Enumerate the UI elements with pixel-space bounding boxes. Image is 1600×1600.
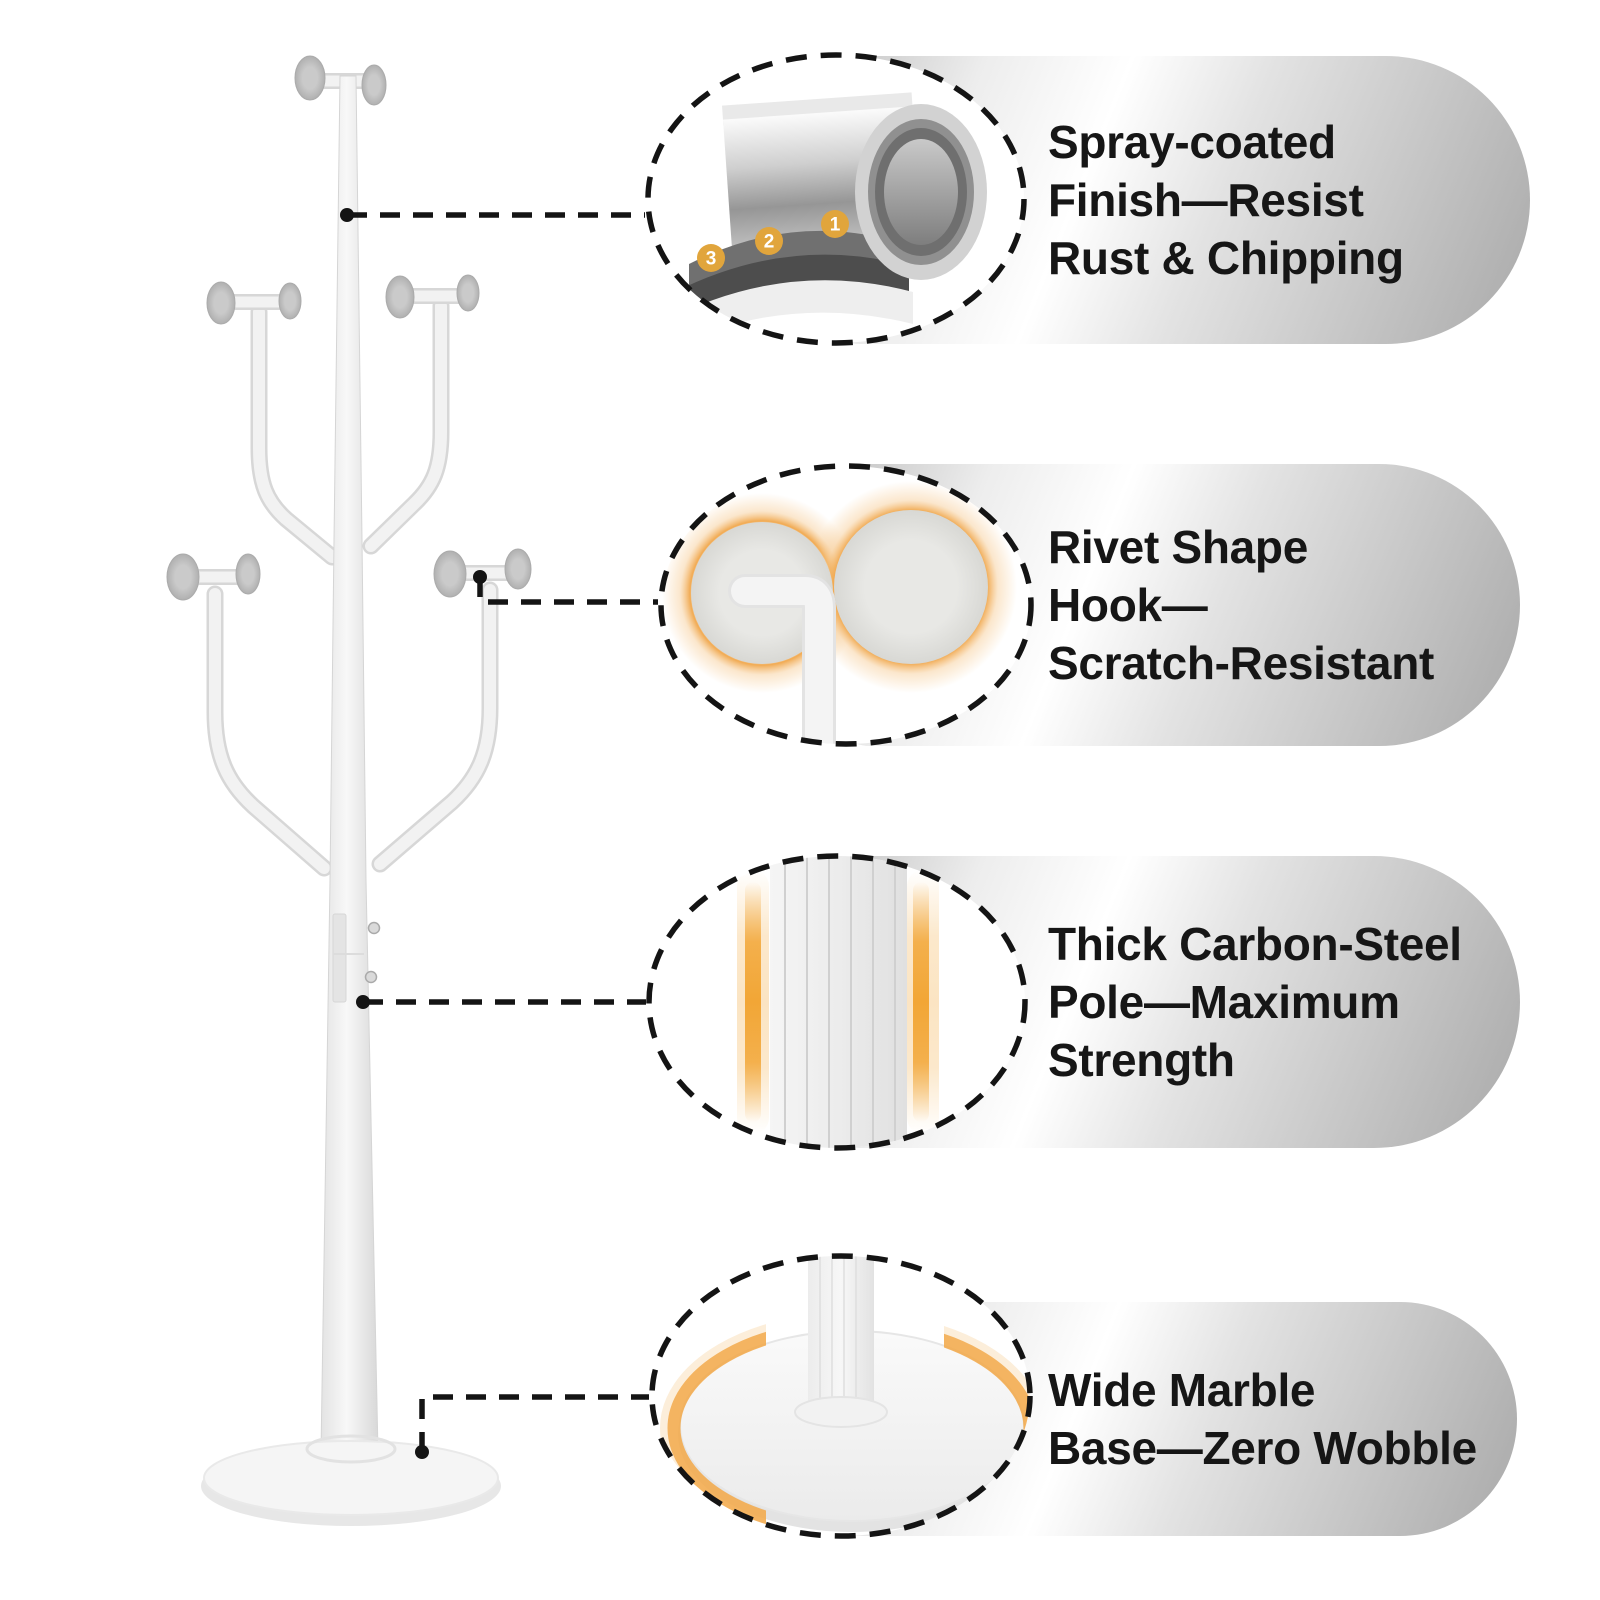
bubble-rivet-hook [657, 462, 1035, 748]
coating-layer-badges: 1 2 3 [697, 210, 849, 272]
base-glow [660, 1312, 1030, 1536]
leader-line-base [419, 1394, 649, 1452]
leader-line-hook [477, 577, 658, 605]
feature-title-rivet-hook: Rivet Shape Hook— Scratch-Resistant [1048, 521, 1435, 689]
screw-icon [364, 970, 378, 984]
pole-connector [332, 913, 381, 1003]
marble-base-closeup-icon [649, 1253, 1033, 1539]
badge-1: 1 [830, 215, 841, 236]
feature-title-marble-base: Wide Marble Base—Zero Wobble [1048, 1364, 1477, 1474]
rivet-disc-right [834, 510, 988, 664]
rivet-hook-closeup-icon [658, 463, 1034, 747]
spray-coated-steel-roll-icon: 1 2 3 [645, 52, 1027, 346]
leader-lines [347, 212, 658, 1452]
hook-tube [728, 574, 836, 744]
base-hub [794, 1396, 888, 1428]
carbon-steel-pole-closeup-icon [646, 853, 1028, 1151]
dashed-callout-circle [645, 52, 1027, 346]
rack-pole [320, 75, 379, 1453]
badge-3: 3 [706, 249, 717, 270]
feature-title-spray-coated-finish: Spray-coated Finish—Resist Rust & Chippi… [1048, 116, 1404, 284]
screw-icon [367, 921, 381, 935]
base-pole [808, 1256, 874, 1412]
leader-dots [340, 208, 487, 1459]
bubble-spray-coated-finish: 1 2 3 [645, 52, 1027, 346]
badge-2: 2 [764, 232, 775, 253]
pole-slab [770, 856, 907, 1148]
rack-branches [206, 297, 499, 877]
feature-title-carbon-steel-pole: Thick Carbon-Steel Pole—Maximum Strength [1048, 918, 1462, 1086]
bubble-marble-base [648, 1252, 1034, 1540]
dashed-callout-circle [649, 1253, 1033, 1539]
bubble-carbon-steel-pole [645, 852, 1029, 1152]
rivet-hook-discs [166, 55, 532, 601]
dashed-callout-circle [646, 853, 1028, 1151]
dashed-callout-circle [658, 463, 1034, 747]
rack-base [201, 1434, 501, 1526]
